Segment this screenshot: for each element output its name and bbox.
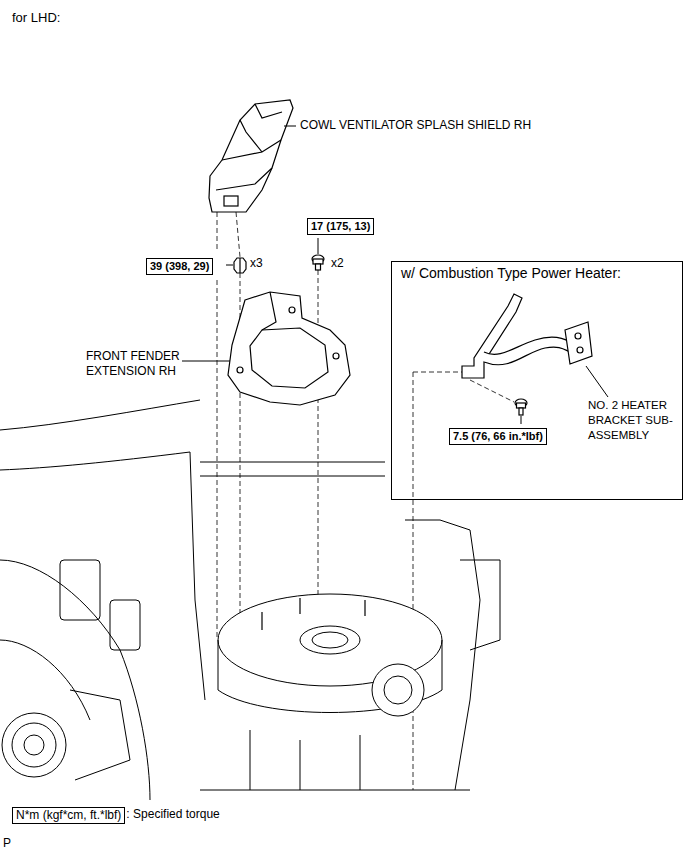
leader-line [284, 126, 296, 127]
torque-legend-box: N*m (kgf*cm, ft.*lbf) [12, 807, 125, 824]
leader-line [182, 361, 231, 362]
heater-bracket [575, 333, 581, 339]
fender-extension [289, 307, 295, 313]
fender-extension [228, 292, 350, 405]
dashed-line [236, 212, 240, 257]
dashed-line [217, 280, 218, 640]
torque-value: 17 (175, 13) [311, 220, 370, 233]
engine-bay [2, 713, 66, 777]
engine-bay [250, 730, 360, 790]
engine-bay [300, 626, 360, 654]
torque-box: 7.5 (76, 66 in.*lbf) [449, 428, 547, 445]
inset-panel: w/ Combustion Type Power Heater: 7.5 (76,… [391, 261, 683, 500]
engine-bay [190, 452, 205, 700]
engine-bay [70, 690, 130, 780]
stud [364, 600, 365, 616]
torque-box: 39 (398, 29) [146, 258, 213, 275]
splash-shield [209, 100, 293, 212]
engine-bay [110, 600, 140, 650]
part-name: FRONT FENDER EXTENSION RH [86, 349, 190, 379]
torque-value: 7.5 (76, 66 in.*lbf) [453, 430, 543, 443]
legend-text: : Specified torque [126, 807, 219, 822]
engine-bay [200, 790, 470, 791]
engine-bay [12, 723, 56, 767]
stud [261, 612, 262, 630]
bolt [515, 399, 527, 407]
engine-bay [0, 400, 200, 430]
quantity-mark: x3 [250, 256, 263, 271]
engine-bay [0, 400, 500, 800]
dashed-line [413, 372, 462, 373]
engine-bay [372, 664, 424, 716]
nut [239, 258, 240, 273]
fender-extension [250, 328, 328, 388]
engine-bay [312, 632, 348, 648]
heater-bracket [577, 347, 583, 353]
splash-shield [216, 168, 272, 190]
fender-extension [228, 292, 350, 405]
nut [234, 258, 246, 273]
stud [262, 598, 365, 630]
heater-bracket [565, 322, 592, 364]
engine-bay [0, 452, 190, 470]
bolt [517, 403, 526, 408]
stud [299, 598, 300, 614]
splash-shield [224, 196, 238, 206]
fender-extension [262, 292, 276, 330]
heater-bracket [462, 294, 592, 378]
fender-extension [237, 367, 243, 373]
page-mark: P [3, 836, 11, 851]
engine-bay [384, 676, 412, 704]
fender-extension [333, 353, 339, 359]
torque-box: 17 (175, 13) [307, 218, 374, 235]
engine-bay [200, 476, 385, 477]
bolt [519, 408, 523, 415]
torque-value: N*m (kgf*cm, ft.*lbf) [16, 808, 121, 823]
engine-bay [0, 640, 90, 720]
part-name: NO. 2 HEATER BRACKET SUB-ASSEMBLY [588, 398, 680, 443]
engine-bay [200, 462, 385, 463]
engine-bay [24, 735, 44, 755]
bolt [515, 399, 527, 415]
leader-line [586, 366, 608, 397]
dashed-line [318, 270, 319, 610]
splash-shield [222, 140, 281, 160]
torque-value: 39 (398, 29) [150, 260, 209, 273]
engine-bay [460, 560, 500, 650]
panel-heading: w/ Combustion Type Power Heater: [392, 262, 682, 281]
splash-shield [209, 100, 293, 212]
part-name: COWL VENTILATOR SPLASH SHIELD RH [300, 118, 531, 133]
splash-shield [240, 120, 262, 152]
heater-bracket [484, 337, 570, 365]
dashed-line [217, 212, 514, 790]
engine-bay [0, 560, 150, 800]
nut [234, 258, 246, 273]
leader-line [521, 416, 522, 424]
dashed-line [413, 372, 414, 790]
splash-shield [255, 104, 282, 118]
dashed-line [217, 212, 218, 252]
bolt [312, 255, 324, 270]
leader-line [318, 238, 319, 254]
bolt [316, 264, 321, 270]
engine-bay [60, 560, 100, 620]
engine-bay [405, 520, 440, 521]
dashed-line [470, 380, 514, 402]
leader-line [226, 265, 233, 266]
bolt [313, 259, 323, 264]
heater-bracket [462, 294, 522, 378]
quantity-mark: x2 [331, 256, 344, 271]
page-title: for LHD: [12, 10, 60, 25]
bolt [312, 255, 324, 263]
